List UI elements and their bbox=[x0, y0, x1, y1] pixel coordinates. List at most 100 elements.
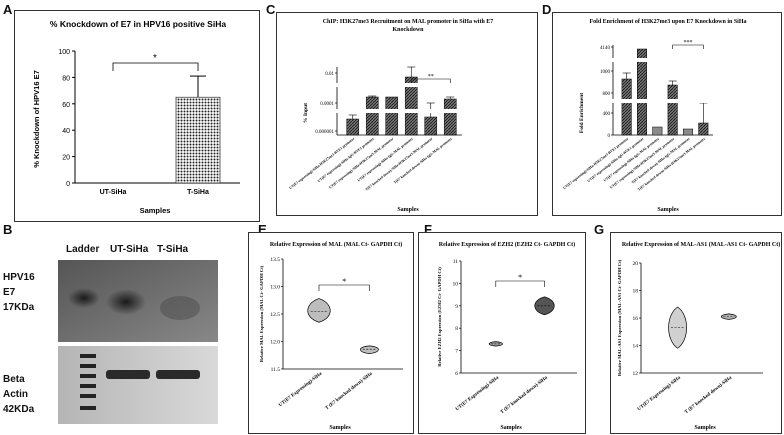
significance-bracket bbox=[410, 78, 451, 83]
chart-d-svg: Fold Enrichment of H3K27me3 upon E7 Knoc… bbox=[562, 19, 746, 213]
bar bbox=[621, 78, 632, 136]
x-axis-label: Samples bbox=[500, 425, 522, 431]
x-axis-label: Samples bbox=[329, 425, 351, 431]
blot-top-band-ut bbox=[106, 289, 146, 315]
blot-bottom-label-line2: Actin bbox=[3, 389, 28, 400]
lane-label-ut-siha: UT-SiHa bbox=[110, 244, 149, 255]
x-axis-label: Samples bbox=[397, 207, 419, 213]
y-tick-label: 0 bbox=[66, 181, 70, 188]
y-tick-label: 4140 bbox=[600, 46, 611, 51]
y-tick-label: 11 bbox=[453, 259, 459, 265]
chart-title-line: Fold Enrichment of H3K27me3 upon E7 Knoc… bbox=[589, 19, 746, 25]
y-tick-label: 13.5 bbox=[270, 257, 280, 263]
blot-top-band-t bbox=[160, 296, 200, 320]
violin bbox=[668, 306, 687, 349]
axis-break bbox=[333, 109, 464, 113]
x-tick-label: UT(E7 Expressing)-SiHa bbox=[278, 371, 323, 408]
x-tick-label: UT(E7 Expressing)-SiHa bbox=[455, 375, 500, 412]
y-tick-label: 1000 bbox=[600, 70, 611, 75]
panel-c: ChIP: H3K27me3 Recruitment on MAL promot… bbox=[276, 12, 538, 216]
panel-e: Relative Expression of MAL (MAL Ct- GAPD… bbox=[248, 232, 414, 434]
panel-label-a: A bbox=[3, 2, 13, 17]
y-tick-label: 0.01 bbox=[325, 72, 334, 77]
actin-band-ut bbox=[106, 370, 150, 379]
blot-top-band-ladder bbox=[68, 288, 100, 308]
blot-top-label-line2: E7 bbox=[3, 287, 16, 298]
panel-label-b: B bbox=[3, 222, 13, 237]
bar bbox=[346, 118, 360, 136]
panel-label-d: D bbox=[542, 2, 552, 17]
panel-label-f: F bbox=[424, 222, 432, 237]
blot-images bbox=[58, 260, 218, 424]
x-tick-label: UT-SiHa bbox=[100, 189, 127, 196]
panel-a: % Knockdown of E7 in HPV16 positive SiHa… bbox=[14, 10, 260, 222]
y-tick-label: 400 bbox=[603, 112, 611, 117]
y-tick-label: 100 bbox=[58, 49, 70, 56]
bar bbox=[424, 116, 438, 136]
panel-g: Relative Expression of MAL-AS1 (MAL-AS1 … bbox=[610, 232, 782, 434]
axis-break bbox=[333, 83, 464, 87]
x-tick-label: UT(E7 Expressing)-SiHa bbox=[637, 375, 682, 412]
x-tick-label: T-SiHa bbox=[187, 189, 209, 196]
chart-title: Relative Expression of MAL-AS1 (MAL-AS1 … bbox=[622, 241, 780, 248]
significance-marker: ** bbox=[428, 74, 434, 80]
blot-bottom-label: Beta Actin 42KDa bbox=[3, 372, 34, 417]
significance-bracket bbox=[112, 62, 199, 71]
x-tick-label: T (E7 knocked down)-SiHa bbox=[325, 371, 374, 411]
y-tick-label: 12.0 bbox=[270, 340, 280, 346]
y-tick-label: 10 bbox=[453, 281, 459, 287]
y-axis-label: % Input bbox=[303, 103, 309, 123]
chart-title-line: Knockdown bbox=[392, 27, 424, 33]
y-tick-label: 18 bbox=[633, 289, 639, 295]
y-tick-label: 6 bbox=[455, 371, 458, 377]
x-axis-label: Samples bbox=[657, 207, 679, 213]
x-tick-label: UT(E7 expressing)-SiHa-H3K27me3-RVE1 pro… bbox=[288, 136, 355, 190]
y-axis-label: Relative MAL-AS1 Expression (MAL-AS1 Ct-… bbox=[617, 259, 622, 376]
blot-bottom-label-line3: 42KDa bbox=[3, 404, 35, 415]
chart-g-svg: Relative Expression of MAL-AS1 (MAL-AS1 … bbox=[617, 241, 780, 431]
significance-bracket bbox=[495, 280, 545, 287]
actin-band-t bbox=[156, 370, 200, 379]
chart-a-svg: % Knockdown of E7 in HPV16 positive SiHa… bbox=[32, 19, 240, 215]
panel-f: Relative Expression of EZH2 (EZH2 Ct- GA… bbox=[418, 232, 586, 434]
significance-bracket bbox=[318, 284, 370, 291]
lane-label-ladder: Ladder bbox=[66, 244, 100, 255]
bar bbox=[385, 96, 399, 136]
y-tick-label: 0 bbox=[608, 134, 611, 139]
y-axis-label: Relative MAL Expression (MAL Ct- GAPDH C… bbox=[259, 265, 264, 362]
chart-e-svg: Relative Expression of MAL (MAL Ct- GAPD… bbox=[259, 241, 403, 431]
panel-label-g: G bbox=[594, 222, 605, 237]
bar bbox=[443, 98, 457, 136]
bar bbox=[667, 84, 678, 136]
y-tick-label: 80 bbox=[62, 75, 70, 82]
violin bbox=[720, 313, 737, 320]
y-tick-label: 12.5 bbox=[270, 312, 280, 318]
chart-title: % Knockdown of E7 in HPV16 positive SiHa bbox=[50, 19, 226, 29]
x-tick-label: T (E7 knocked down)-SiHa bbox=[684, 375, 733, 415]
bar bbox=[682, 128, 694, 136]
blot-top-label: HPV16 E7 17KDa bbox=[3, 270, 35, 315]
bar bbox=[636, 48, 648, 136]
lane-label-t-siha: T-SiHa bbox=[157, 244, 189, 255]
bar bbox=[652, 126, 663, 136]
ladder-band-6 bbox=[80, 406, 96, 410]
blot-top-label-line1: HPV16 bbox=[3, 272, 35, 283]
y-tick-label: 8 bbox=[455, 326, 458, 332]
y-tick-label: 13.0 bbox=[270, 285, 280, 291]
violin bbox=[307, 298, 331, 323]
y-tick-label: 0.000001 bbox=[315, 130, 334, 135]
significance-marker: * bbox=[153, 53, 157, 64]
significance-marker: *** bbox=[684, 40, 693, 46]
violin bbox=[360, 345, 379, 354]
axis-break bbox=[609, 99, 715, 103]
axis-break bbox=[609, 58, 715, 62]
y-axis-label: Fold Enrichment bbox=[579, 93, 585, 133]
y-tick-label: 20 bbox=[62, 155, 70, 162]
y-tick-label: 60 bbox=[62, 102, 70, 109]
blot-bottom-label-line1: Beta bbox=[3, 374, 25, 385]
y-tick-label: 7 bbox=[455, 349, 458, 355]
panel-label-c: C bbox=[266, 2, 276, 17]
ladder-band-3 bbox=[80, 374, 96, 378]
panel-b: Ladder UT-SiHa T-SiHa HPV16 E7 17KDa Bet… bbox=[0, 222, 255, 435]
panel-label-e: E bbox=[258, 222, 267, 237]
